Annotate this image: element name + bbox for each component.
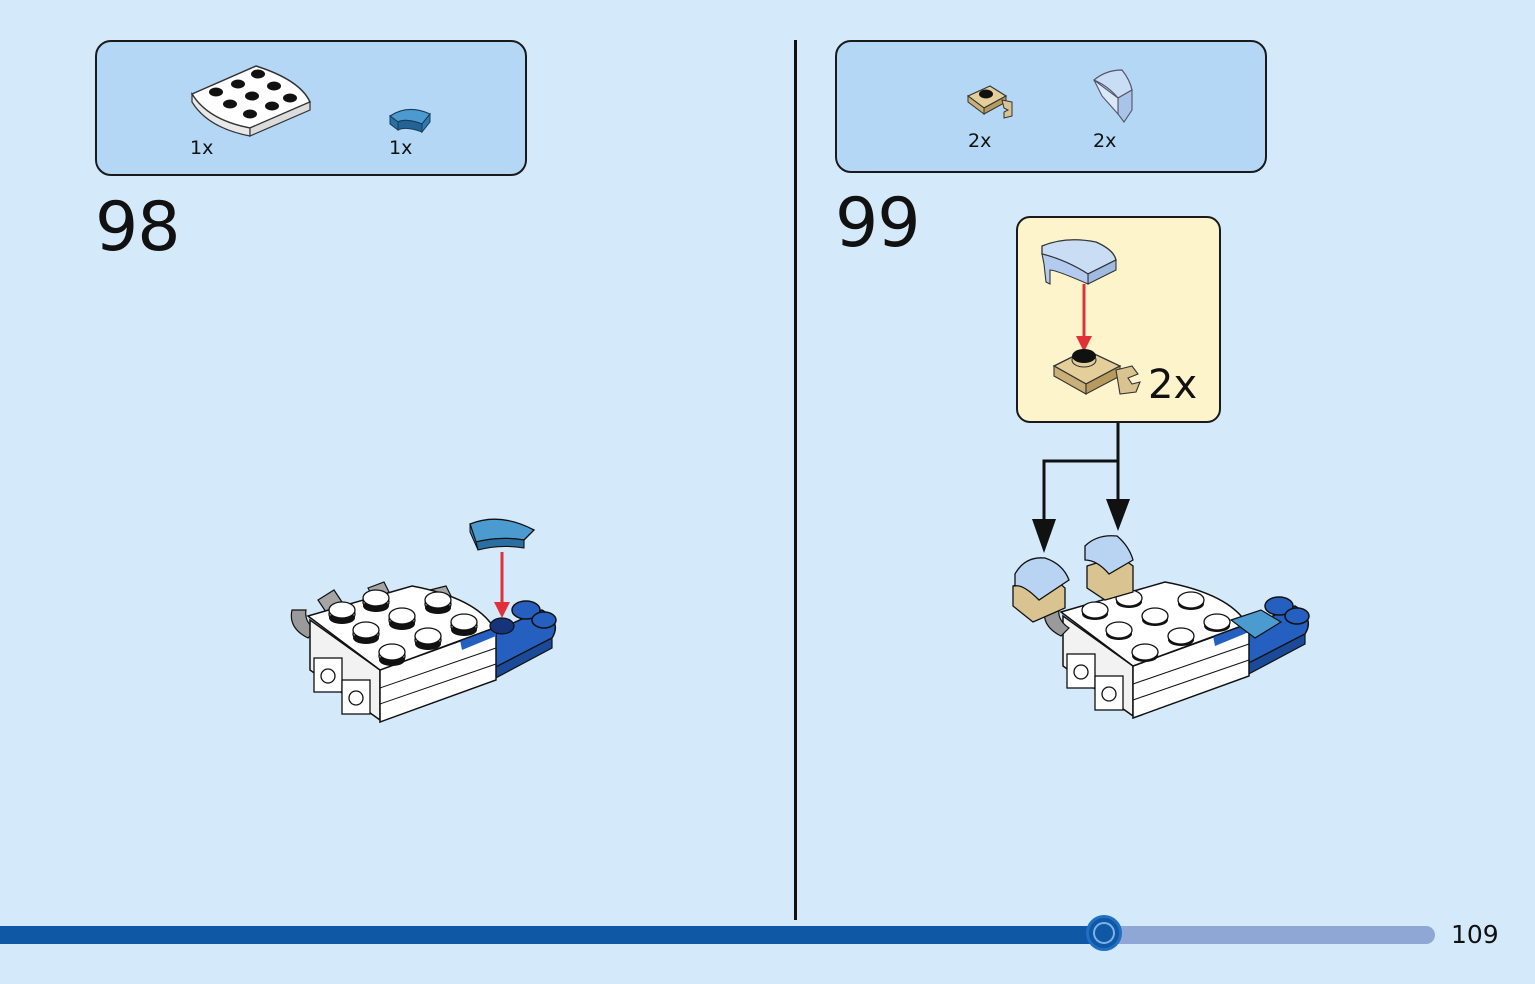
step-number: 98	[95, 188, 181, 267]
part-qty-label: 2x	[1093, 130, 1117, 152]
subassembly-qty-label: 2x	[1148, 362, 1198, 408]
part-qty-label: 1x	[389, 137, 413, 159]
part-qty-label: 1x	[190, 137, 214, 159]
part-qty-label: 2x	[968, 130, 992, 152]
part-quarter-tile-icon	[388, 108, 431, 134]
progress-knob	[1086, 915, 1122, 951]
part-round-plate-icon	[190, 65, 311, 137]
step-number: 99	[835, 184, 921, 263]
callout-arrows	[1032, 423, 1130, 553]
page-number: 109	[1451, 920, 1499, 949]
parts-list-box-step-99	[835, 40, 1267, 173]
step-99-model-illustration	[1012, 535, 1310, 720]
part-curved-slope-icon	[1092, 69, 1133, 123]
subassembly-illustration	[1041, 239, 1141, 395]
progress-fill	[0, 926, 1104, 944]
page-divider	[794, 40, 797, 920]
part-clip-plate-icon	[966, 85, 1013, 119]
step-98-model-illustration	[290, 518, 557, 724]
parts-list-box-step-98	[95, 40, 527, 176]
